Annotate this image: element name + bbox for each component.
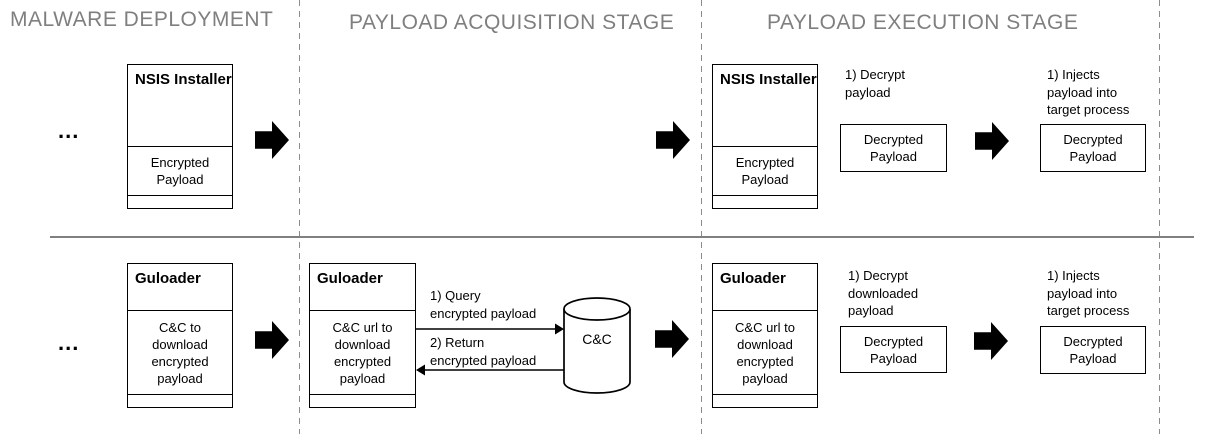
box-title: NSIS Installer xyxy=(720,71,817,88)
flow-arrow-icon xyxy=(255,321,289,359)
stage-header-payload-execution: PAYLOAD EXECUTION STAGE xyxy=(767,11,1079,34)
query-arrow-icon xyxy=(416,323,564,335)
guloader-deployment-box: Guloader C&C to download encrypted paylo… xyxy=(127,263,233,408)
return-arrow-icon xyxy=(416,364,564,376)
cnc-label: C&C xyxy=(582,331,612,347)
box-payload-section: C&C url to download encrypted payload xyxy=(713,310,817,394)
decrypted-payload-box: Decrypted Payload xyxy=(1040,124,1146,172)
box-title: Guloader xyxy=(135,270,201,287)
flow-arrow-icon xyxy=(255,121,289,159)
box-payload-section: Encrypted Payload xyxy=(713,146,817,195)
preceding-steps-ellipsis: ... xyxy=(58,330,80,355)
box-footer-strip xyxy=(310,394,415,407)
box-footer-strip xyxy=(128,394,232,407)
box-title: Guloader xyxy=(720,270,786,287)
flow-arrow-icon xyxy=(655,320,689,358)
flow-arrow-icon xyxy=(974,322,1008,360)
box-title: Guloader xyxy=(317,270,383,287)
return-arrow-label: 2) Return encrypted payload xyxy=(430,335,537,368)
flow-arrow-icon xyxy=(656,121,690,159)
guloader-execution-box: Guloader C&C url to download encrypted p… xyxy=(712,263,818,408)
query-return-arrows xyxy=(416,323,564,376)
box-payload-section: Encrypted Payload xyxy=(128,146,232,195)
box-payload-section: C&C to download encrypted payload xyxy=(128,310,232,394)
box-footer-strip xyxy=(713,394,817,407)
nsis-installer-deployment-box: NSIS Installer Encrypted Payload xyxy=(127,64,233,209)
decrypt-payload-note: 1) Decrypt payload xyxy=(845,67,905,100)
stage-header-payload-acquisition: PAYLOAD ACQUISITION STAGE xyxy=(349,11,675,34)
box-payload-section: C&C url to download encrypted payload xyxy=(310,310,415,394)
stage-divider-3 xyxy=(1159,0,1160,434)
stage-divider-1 xyxy=(299,0,300,434)
box-footer-strip xyxy=(128,195,232,208)
cnc-database-icon xyxy=(563,297,631,394)
flow-arrow-icon xyxy=(975,122,1009,160)
box-title: NSIS Installer xyxy=(135,71,232,88)
stage-header-malware-deployment: MALWARE DEPLOYMENT xyxy=(10,8,274,31)
decrypt-downloaded-note: 1) Decrypt downloaded payload xyxy=(848,268,919,318)
decrypted-payload-box: Decrypted Payload xyxy=(840,124,947,172)
row-divider xyxy=(50,236,1194,238)
inject-payload-note: 1) Injects payload into target process xyxy=(1047,67,1130,117)
box-footer-strip xyxy=(713,195,817,208)
decrypted-payload-box: Decrypted Payload xyxy=(1040,326,1146,374)
preceding-steps-ellipsis: ... xyxy=(58,118,80,143)
stage-divider-2 xyxy=(701,0,702,434)
nsis-installer-execution-box: NSIS Installer Encrypted Payload xyxy=(712,64,818,209)
guloader-acquisition-box: Guloader C&C url to download encrypted p… xyxy=(309,263,416,408)
inject-payload-note: 1) Injects payload into target process xyxy=(1047,268,1130,318)
decrypted-payload-box: Decrypted Payload xyxy=(840,326,947,373)
query-arrow-label: 1) Query encrypted payload xyxy=(430,288,537,321)
